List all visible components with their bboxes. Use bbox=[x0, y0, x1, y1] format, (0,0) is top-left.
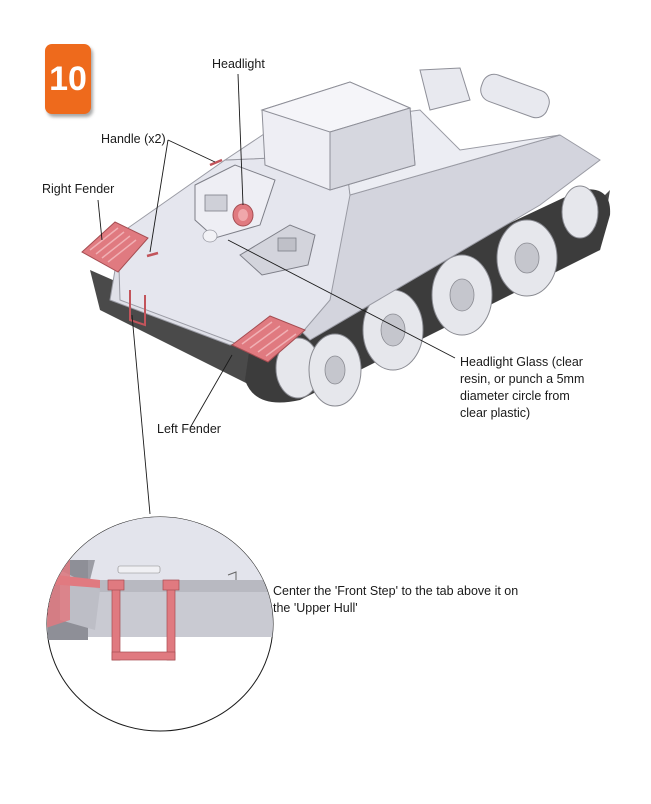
detail-note-line-1: Center the 'Front Step' to the tab above… bbox=[273, 584, 519, 598]
headlight-glass-spot bbox=[202, 229, 218, 243]
exhaust bbox=[419, 67, 550, 119]
headlight-glass-line-1: Headlight Glass (clear bbox=[460, 355, 583, 369]
step-number-badge: 10 bbox=[45, 44, 91, 114]
front-step-part bbox=[129, 290, 146, 327]
label-headlight-glass: Headlight Glass (clear resin, or punch a… bbox=[460, 354, 584, 422]
handle-parts bbox=[146, 158, 223, 258]
label-left-fender: Left Fender bbox=[157, 422, 221, 436]
headlight-glass-line-2: resin, or punch a 5mm bbox=[460, 372, 585, 386]
leader-lines bbox=[97, 73, 456, 515]
detail-note-line-2: the 'Upper Hull' bbox=[273, 601, 358, 615]
engine-deck-box bbox=[260, 81, 416, 191]
label-right-fender: Right Fender bbox=[42, 182, 115, 196]
vision-port bbox=[239, 224, 316, 276]
left-fender-part bbox=[231, 315, 306, 363]
headlight-glass-line-4: clear plastic) bbox=[460, 406, 531, 420]
headlight-glass-line-3: diameter circle from bbox=[460, 389, 570, 403]
label-handle: Handle (x2) bbox=[101, 132, 166, 146]
right-fender-part bbox=[81, 221, 149, 273]
detail-note: Center the 'Front Step' to the tab above… bbox=[273, 583, 518, 617]
label-headlight: Headlight bbox=[212, 57, 265, 71]
detail-circle bbox=[46, 516, 274, 732]
mantlet-box bbox=[194, 164, 276, 239]
headlight-part bbox=[232, 203, 254, 227]
